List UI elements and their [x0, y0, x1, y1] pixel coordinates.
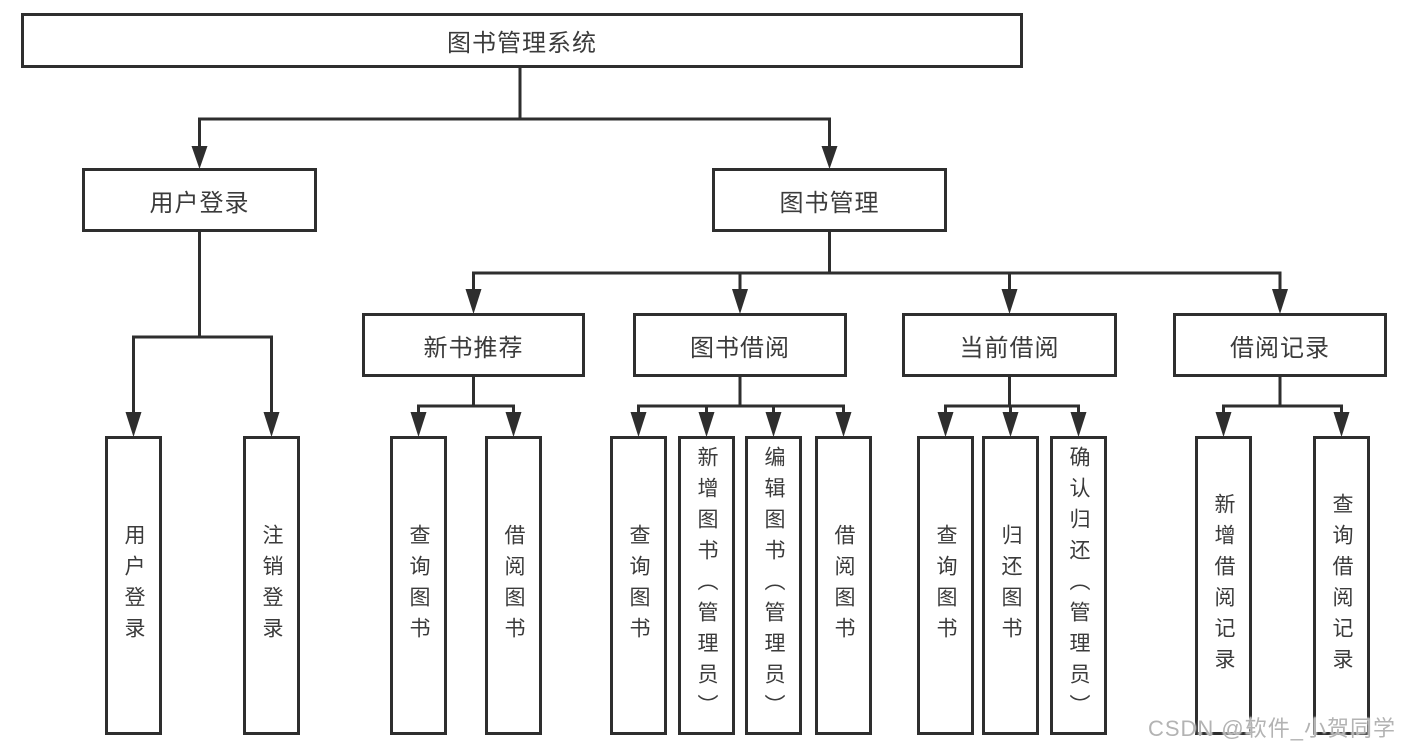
leaf-borrow-books-borrow-label: 借阅图书 [832, 523, 855, 648]
connector-user-login-to-leaves [125, 231, 280, 437]
connector-borrow-records-to-leaves [1215, 376, 1350, 437]
leaf-user-login: 用户登录 [105, 436, 162, 735]
node-root-label: 图书管理系统 [447, 30, 597, 57]
connector-root-to-level2 [191, 68, 838, 169]
leaf-query-books-recommend: 查询图书 [390, 436, 447, 735]
node-user-login-label: 用户登录 [149, 189, 250, 217]
node-user-login: 用户登录 [82, 168, 317, 232]
node-book-management-label: 图书管理 [779, 189, 880, 217]
node-new-book-recommend-label: 新书推荐 [423, 334, 524, 362]
leaf-user-login-label: 用户登录 [122, 523, 145, 648]
leaf-edit-book-admin-label: 编辑图书（管理员） [762, 446, 785, 725]
leaf-borrow-books-borrow: 借阅图书 [815, 436, 872, 735]
node-book-management: 图书管理 [712, 168, 947, 232]
leaf-return-books-label: 归还图书 [999, 523, 1022, 648]
leaf-add-borrow-record-label: 新增借阅记录 [1212, 492, 1235, 679]
connector-book-management-to-level3 [465, 231, 1288, 314]
leaf-confirm-return-admin: 确认归还（管理员） [1050, 436, 1107, 735]
leaf-add-book-admin: 新增图书（管理员） [678, 436, 735, 735]
leaf-confirm-return-admin-label: 确认归还（管理员） [1067, 446, 1090, 725]
leaf-query-books-current: 查询图书 [917, 436, 974, 735]
leaf-query-books-current-label: 查询图书 [934, 523, 957, 648]
leaf-logout-label: 注销登录 [260, 523, 283, 648]
node-borrow-records: 借阅记录 [1173, 313, 1387, 377]
leaf-query-books-borrow: 查询图书 [610, 436, 667, 735]
leaf-query-books-borrow-label: 查询图书 [627, 523, 650, 648]
leaf-edit-book-admin: 编辑图书（管理员） [745, 436, 802, 735]
connector-current-borrow-to-leaves [937, 376, 1087, 437]
leaf-borrow-books-recommend-label: 借阅图书 [502, 523, 525, 648]
leaf-query-borrow-record-label: 查询借阅记录 [1330, 492, 1353, 679]
connector-book-borrow-to-leaves [630, 376, 852, 437]
leaf-add-book-admin-label: 新增图书（管理员） [695, 446, 718, 725]
connector-new-book-recommend-to-leaves [410, 376, 522, 437]
node-book-borrow-label: 图书借阅 [690, 334, 790, 362]
leaf-query-books-recommend-label: 查询图书 [407, 523, 430, 648]
node-borrow-records-label: 借阅记录 [1230, 334, 1330, 362]
node-new-book-recommend: 新书推荐 [362, 313, 585, 377]
leaf-add-borrow-record: 新增借阅记录 [1195, 436, 1252, 735]
csdn-watermark: CSDN @软件_小贺同学 [1147, 716, 1396, 741]
leaf-logout: 注销登录 [243, 436, 300, 735]
leaf-return-books: 归还图书 [982, 436, 1039, 735]
node-book-borrow: 图书借阅 [633, 313, 847, 377]
node-root: 图书管理系统 [21, 13, 1023, 68]
leaf-query-borrow-record: 查询借阅记录 [1313, 436, 1370, 735]
node-current-borrow: 当前借阅 [902, 313, 1117, 377]
leaf-borrow-books-recommend: 借阅图书 [485, 436, 542, 735]
node-current-borrow-label: 当前借阅 [959, 334, 1060, 362]
